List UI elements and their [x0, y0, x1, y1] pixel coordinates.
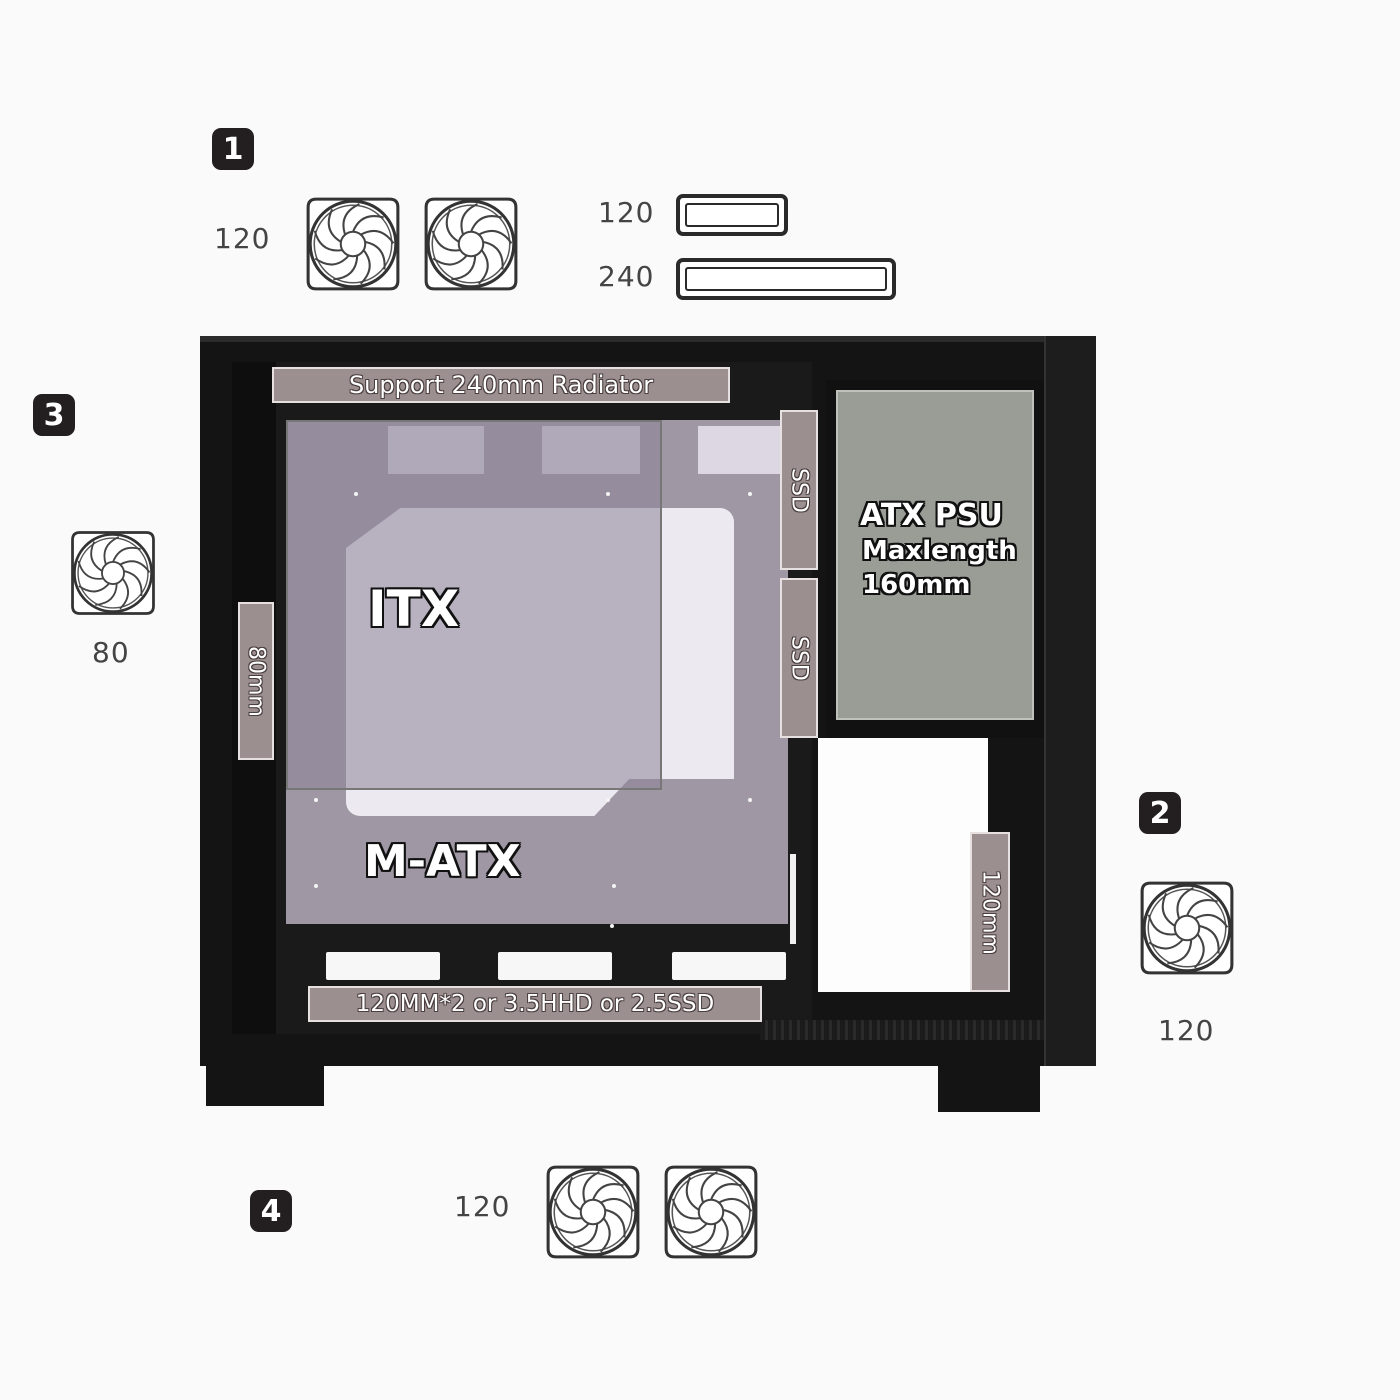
itx-label: ITX — [368, 580, 460, 638]
badge-3: 3 — [33, 394, 75, 436]
matx-label: M-ATX — [364, 836, 521, 887]
fan-icon — [542, 1161, 644, 1263]
radiator-size-120: 120 — [598, 196, 655, 229]
fan-icon — [302, 193, 404, 295]
fan-icon — [420, 193, 522, 295]
radiator-label: Support 240mm Radiator — [272, 367, 730, 403]
radiator-240-icon — [676, 258, 896, 300]
psu-subtitle: Maxlength — [862, 536, 1017, 566]
radiator-120-icon — [676, 194, 788, 236]
fan-icon — [67, 527, 159, 619]
fan-icon — [1136, 877, 1238, 979]
ssd-label-2: SSD — [780, 578, 818, 738]
badge-1: 1 — [212, 128, 254, 170]
front-fan-mm-label: 120mm — [970, 832, 1010, 992]
badge-2: 2 — [1139, 792, 1181, 834]
badge-4: 4 — [250, 1190, 292, 1232]
radiator-size-240: 240 — [598, 260, 655, 293]
top-fan-size: 120 — [214, 222, 271, 255]
fan-icon — [660, 1161, 762, 1263]
ssd-label-1: SSD — [780, 410, 818, 570]
rear-fan-mm-label: 80mm — [238, 602, 274, 760]
bottom-mount-label: 120MM*2 or 3.5HHD or 2.5SSD — [308, 986, 762, 1022]
itx-board — [286, 420, 662, 790]
psu-area — [836, 390, 1034, 720]
psu-title: ATX PSU — [860, 498, 1003, 533]
psu-length: 160mm — [862, 570, 971, 600]
bottom-fan-size: 120 — [454, 1190, 511, 1223]
front-fan-size: 120 — [1158, 1014, 1215, 1047]
rear-fan-size: 80 — [92, 636, 130, 669]
